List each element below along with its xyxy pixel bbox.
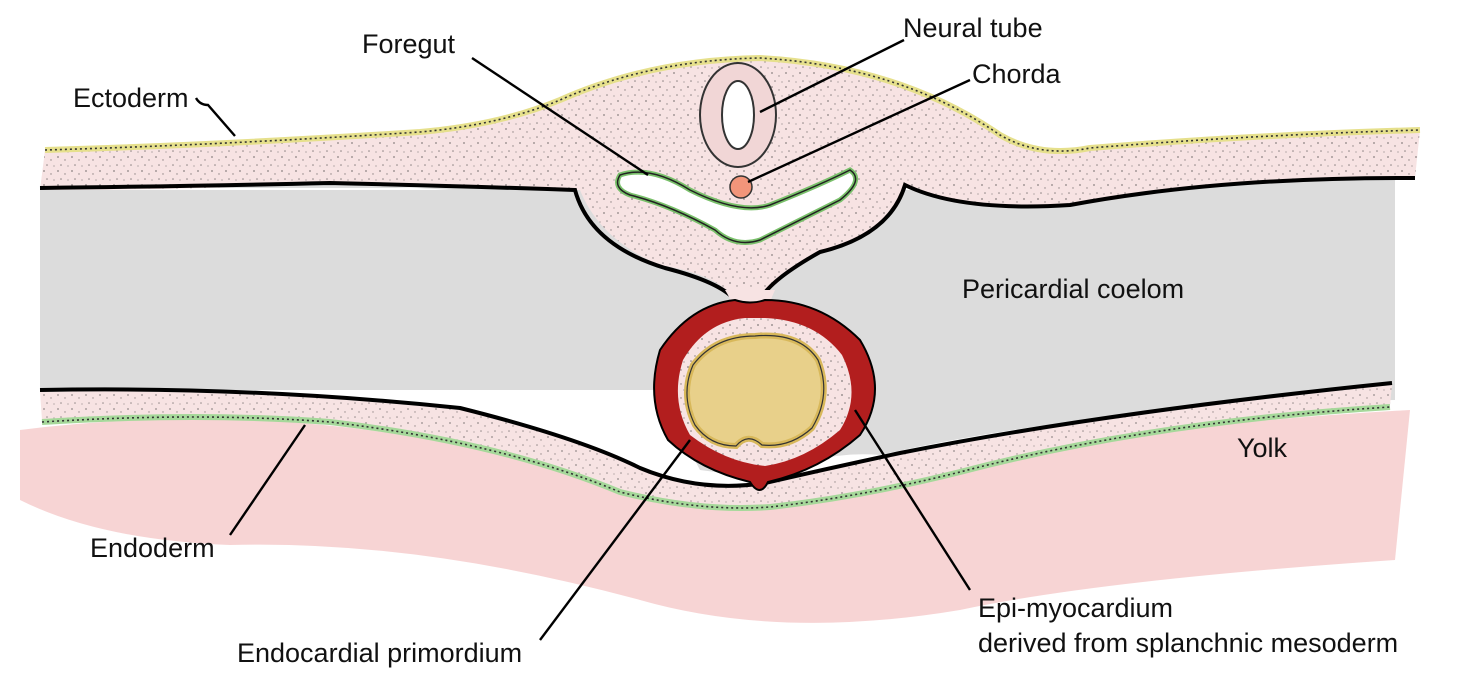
pericardial-coelom-label: Pericardial coelom [962,274,1184,304]
yolk-label: Yolk [1237,433,1288,463]
ectoderm-label: Ectoderm [73,83,189,113]
endoderm-label: Endoderm [90,533,215,563]
ectoderm-leader [196,98,235,136]
neural-tube-label: Neural tube [903,13,1043,43]
chorda [730,176,752,198]
endocardial-primordium-label: Endocardial primordium [237,638,522,668]
epi-myocardium-label-line1: Epi-myocardium [978,593,1173,623]
chorda-label: Chorda [972,59,1062,89]
foregut-label: Foregut [362,29,456,59]
neural-tube-lumen [722,81,754,149]
endocardial-primordium [687,336,824,447]
epi-myocardium-label-line2: derived from splanchnic mesoderm [978,628,1398,658]
